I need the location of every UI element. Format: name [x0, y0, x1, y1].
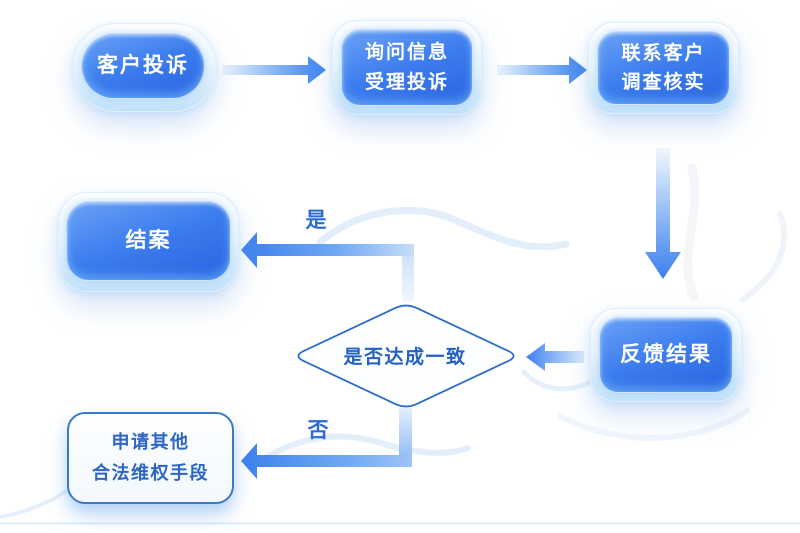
node-feedback-result: 反馈结果	[590, 308, 742, 402]
arrow-complaint-to-inquiry	[222, 56, 326, 84]
arrow-decision-yes-to-close	[241, 232, 414, 268]
node-inquiry-accept-body: 询问信息 受理投诉	[341, 29, 473, 106]
node-customer-complaint-body: 客户投诉	[81, 33, 205, 99]
edge-label-yes: 是	[305, 209, 327, 232]
arrow-contact-to-feedback	[645, 148, 681, 279]
arrow-decision-no-riser	[399, 408, 412, 461]
decor-wave	[521, 369, 593, 392]
node-label-line2: 受理投诉	[364, 71, 449, 93]
node-contact-investigate-body: 联系客户 调查核实	[597, 31, 730, 105]
node-label-line1: 联系客户	[621, 42, 706, 64]
decor-wave	[316, 206, 570, 251]
arrow-decision-no-to-apply	[241, 443, 412, 479]
node-label: 反馈结果	[620, 342, 712, 366]
arrow-feedback-to-decision	[526, 343, 584, 371]
arrow-inquiry-to-contact	[497, 56, 587, 84]
node-label: 结案	[125, 228, 172, 252]
node-inquiry-accept: 询问信息 受理投诉	[332, 20, 482, 115]
node-close-case: 结案	[58, 192, 239, 292]
node-apply-other-remedies: 申请其他 合法维权手段	[67, 412, 234, 504]
decision-label: 是否达成一致	[343, 346, 467, 368]
node-customer-complaint: 客户投诉	[72, 23, 217, 112]
decor-wisp	[683, 163, 700, 301]
edge-label-no: 否	[307, 419, 329, 442]
node-close-case-body: 结案	[66, 201, 231, 281]
decor-arc	[557, 407, 751, 441]
arrow-decision-yes-riser	[402, 246, 414, 302]
decor-arc	[739, 211, 788, 303]
node-label-line1: 询问信息	[364, 42, 449, 64]
decor-corner-line	[0, 486, 72, 520]
node-label-line2: 调查核实	[621, 72, 706, 93]
node-feedback-result-body: 反馈结果	[599, 317, 733, 393]
node-label: 客户投诉	[97, 53, 189, 77]
node-contact-investigate: 联系客户 调查核实	[588, 22, 739, 114]
decor-wave	[259, 433, 471, 463]
node-label-line1: 申请其他	[111, 432, 190, 453]
node-label-line2: 合法维权手段	[92, 463, 209, 483]
decor-bottom-line	[0, 522, 800, 525]
